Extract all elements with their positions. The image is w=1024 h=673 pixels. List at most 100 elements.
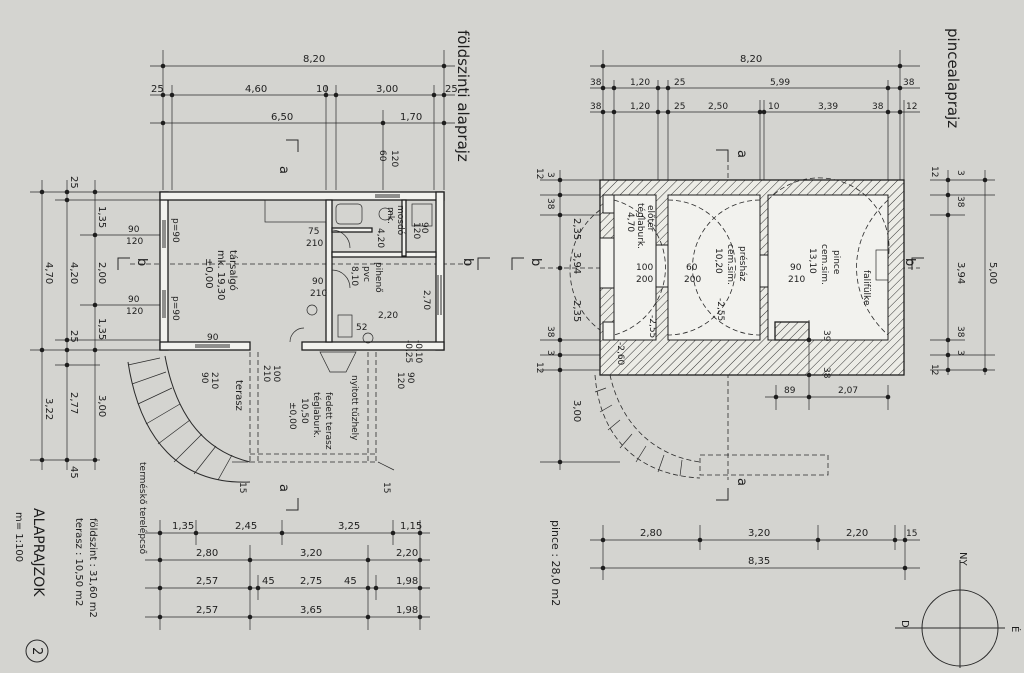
svg-text:fedett terasz: fedett terasz	[323, 392, 333, 450]
svg-text:90: 90	[405, 372, 415, 384]
svg-text:1,20: 1,20	[630, 102, 650, 112]
svg-text:120: 120	[395, 372, 405, 389]
svg-text:4,70: 4,70	[43, 262, 54, 284]
svg-text:p=90: p=90	[170, 296, 180, 321]
svg-text:3,94: 3,94	[955, 262, 966, 284]
svg-text:mk. 19,30: mk. 19,30	[215, 250, 226, 301]
svg-text:-0,25: -0,25	[403, 340, 413, 363]
svg-text:p=90: p=90	[170, 218, 180, 243]
svg-text:D: D	[899, 620, 910, 628]
north-arrow-compass: NY É D	[895, 552, 1022, 668]
svg-text:3,65: 3,65	[300, 605, 322, 616]
svg-text:75: 75	[308, 227, 319, 237]
svg-text:b: b	[134, 258, 149, 266]
svg-text:b: b	[902, 258, 917, 266]
svg-text:2,20: 2,20	[378, 311, 398, 321]
svg-text:38: 38	[545, 198, 555, 210]
svg-text:120: 120	[126, 307, 143, 317]
section-marker-a-top: a	[276, 139, 299, 174]
svg-text:4,70: 4,70	[625, 212, 635, 232]
svg-text:120: 120	[126, 237, 143, 247]
svg-text:90: 90	[207, 333, 219, 343]
svg-text:25: 25	[68, 176, 79, 189]
svg-text:1,35: 1,35	[172, 521, 194, 532]
section-marker-b-right: b	[460, 257, 490, 270]
svg-text:15: 15	[906, 529, 917, 539]
cellar-section-b-left: b	[511, 257, 543, 270]
ground-left-dimensions: 4,70 4,20 3,00 3,22 2,77 45 25 1,35 2,00…	[30, 176, 160, 479]
svg-text:2,80: 2,80	[640, 528, 662, 539]
svg-text:a: a	[276, 166, 291, 174]
svg-text:a: a	[734, 150, 749, 158]
ground-dim: 25	[445, 84, 458, 95]
svg-text:3,20: 3,20	[748, 528, 770, 539]
cellar-section-a-bottom: a	[716, 478, 749, 501]
svg-text:38: 38	[955, 326, 965, 338]
ground-dim: 3,00	[376, 84, 398, 95]
ground-dim: 25	[151, 84, 164, 95]
svg-text:3,25: 3,25	[338, 521, 360, 532]
legend-scale: m= 1:100	[13, 512, 24, 562]
svg-text:3,00: 3,00	[571, 400, 582, 422]
svg-text:±0,00: ±0,00	[287, 402, 297, 430]
svg-text:2,07: 2,07	[838, 386, 858, 396]
svg-text:b: b	[528, 258, 543, 266]
svg-text:1,20: 1,20	[630, 78, 650, 88]
ground-dim: 10	[316, 84, 329, 95]
svg-text:90: 90	[312, 277, 324, 287]
ground-dim: 6,50	[271, 112, 293, 123]
svg-text:±0,00: ±0,00	[203, 258, 214, 289]
svg-text:1,98: 1,98	[396, 576, 418, 587]
svg-text:120: 120	[411, 222, 421, 239]
svg-text:12: 12	[929, 364, 939, 375]
svg-text:2,77: 2,77	[68, 392, 79, 414]
svg-text:előtér: előtér	[645, 205, 656, 232]
svg-text:2,00: 2,00	[96, 262, 107, 284]
svg-text:38: 38	[821, 367, 831, 379]
svg-text:2,20: 2,20	[846, 528, 868, 539]
cellar-section-b-right: b	[902, 257, 924, 270]
svg-text:1,35: 1,35	[96, 318, 107, 340]
svg-text:társalgó: társalgó	[227, 250, 239, 291]
svg-text:4,20: 4,20	[68, 262, 79, 284]
legend-title: ALAPRAJZOK	[30, 508, 46, 597]
svg-text:90: 90	[790, 263, 802, 273]
svg-text:1,98: 1,98	[396, 605, 418, 616]
svg-text:210: 210	[261, 365, 271, 382]
room-living: társalgó mk. 19,30 ±0,00	[203, 250, 239, 301]
svg-text:-0,10: -0,10	[413, 340, 423, 364]
svg-text:2,35: 2,35	[571, 218, 582, 240]
svg-text:38: 38	[590, 78, 602, 88]
svg-text:52: 52	[356, 323, 367, 333]
room-press: présház cem.sim. 10,20	[713, 244, 748, 285]
svg-text:8,10: 8,10	[349, 266, 359, 286]
svg-text:terasz: terasz	[233, 380, 244, 411]
cellar-area: pince : 28,0 m2	[549, 520, 562, 606]
cellar-section-a-top: a	[716, 149, 749, 162]
ground-top-dimensions: 8,20 25 4,60 10 3,00 25 6,50 1,70	[150, 50, 458, 190]
cellar-top-dimensions: 8,20 38 1,20 25 5,99 38 38 1,20 25 2,50 …	[590, 50, 920, 180]
svg-text:1,15: 1,15	[400, 521, 422, 532]
page-number: 2	[29, 647, 44, 655]
svg-text:2,70: 2,70	[421, 290, 431, 310]
svg-text:cem.sim.: cem.sim.	[725, 244, 735, 285]
svg-text:b: b	[460, 258, 475, 266]
svg-text:12: 12	[534, 362, 544, 373]
cellar-walls	[599, 179, 905, 376]
page-number-badge	[25, 639, 49, 663]
svg-text:nyitott tűzhely: nyitott tűzhely	[349, 375, 359, 441]
svg-text:200: 200	[636, 275, 653, 285]
svg-text:3: 3	[955, 350, 965, 356]
ground-plan-title: földszinti alaprajz	[454, 30, 472, 162]
svg-text:60: 60	[686, 263, 698, 273]
svg-text:1,35: 1,35	[96, 206, 107, 228]
svg-text:45: 45	[68, 466, 79, 479]
room-rest: pihenő pvc 8,10	[349, 262, 383, 293]
cellar-stairs	[594, 374, 829, 479]
svg-text:cem.sim.: cem.sim.	[819, 244, 829, 285]
svg-text:3,39: 3,39	[818, 102, 838, 112]
section-marker-b-left: b	[117, 257, 149, 270]
svg-text:2,75: 2,75	[300, 576, 322, 587]
room-bath: mosdó mk. 4,20	[335, 203, 433, 248]
